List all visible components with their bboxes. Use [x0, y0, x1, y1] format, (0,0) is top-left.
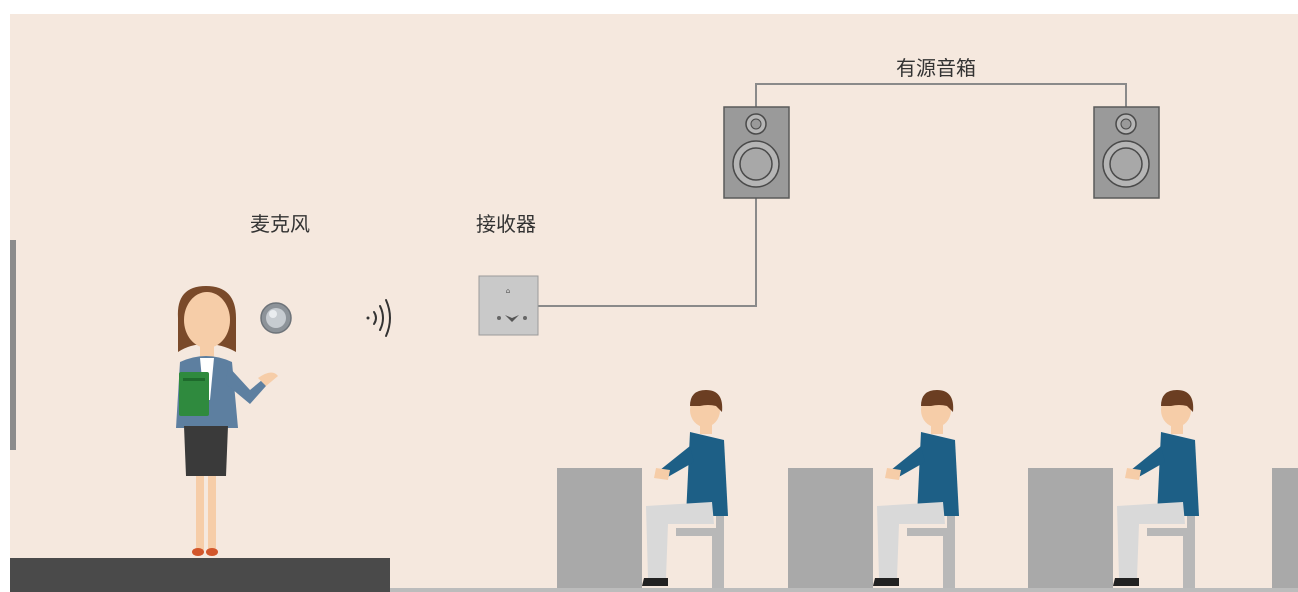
speaker-cable	[538, 83, 1127, 307]
wireless-signal-icon	[366, 299, 391, 337]
speakers-label: 有源音箱	[896, 56, 976, 80]
desk	[788, 468, 873, 588]
stage	[10, 558, 390, 592]
desk	[557, 468, 642, 588]
microphone-icon	[260, 302, 292, 334]
receiver-label: 接收器	[476, 212, 536, 236]
floor-line	[10, 588, 1298, 592]
receiver-icon: ⌂	[478, 275, 539, 336]
speaker-icon	[723, 106, 790, 199]
desk	[1028, 468, 1113, 588]
teacher-figure	[176, 286, 278, 556]
student-figure	[642, 390, 728, 588]
desk	[1272, 468, 1298, 588]
microphone-label: 麦克风	[250, 212, 310, 236]
wall-strip	[10, 240, 16, 450]
student-figure	[1113, 390, 1199, 588]
svg-text:⌂: ⌂	[506, 287, 510, 295]
speaker-icon	[1093, 106, 1160, 199]
student-figure	[873, 390, 959, 588]
